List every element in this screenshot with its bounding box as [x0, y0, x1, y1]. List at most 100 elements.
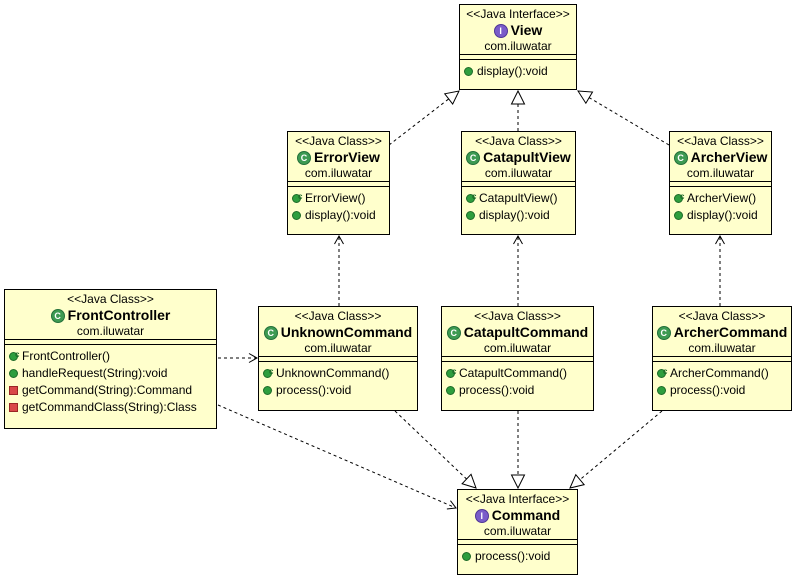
realization-edge-unknown-command-to-command — [394, 410, 477, 489]
open-arrowhead — [513, 234, 523, 245]
stereotype-label: <<Java Class>> — [678, 309, 766, 323]
realization-edge-archer-command-to-command — [569, 410, 663, 489]
constructor-icon — [263, 363, 273, 380]
stereotype-label: <<Java Class>> — [294, 309, 382, 323]
public-method-icon — [657, 386, 666, 395]
constructor-icon — [674, 188, 684, 205]
package-label: com.iluwatar — [484, 39, 552, 53]
operation[interactable]: UnknownCommand() — [263, 363, 417, 382]
operation[interactable]: process():void — [462, 548, 577, 565]
operations-compartment: ErrorView() display():void — [288, 186, 389, 226]
constructor-icon — [466, 188, 476, 205]
class-icon: C — [50, 309, 65, 323]
attributes-compartment — [442, 356, 593, 361]
package-label: com.iluwatar — [483, 341, 552, 355]
operations-compartment: ArcherView() display():void — [670, 186, 771, 226]
class-icon: C — [446, 326, 461, 340]
realization-edge-catapult-view-to-view — [510, 89, 526, 131]
realization-edge-error-view-to-view — [388, 90, 460, 146]
class-icon: C — [263, 326, 278, 340]
class-name: ErrorView — [314, 149, 380, 165]
public-method-icon — [466, 211, 475, 220]
public-method-icon — [292, 211, 301, 220]
package-label: com.iluwatar — [304, 166, 373, 180]
operation[interactable]: CatapultCommand() — [446, 363, 593, 382]
public-method-icon — [9, 369, 18, 378]
dependency-edge-archer-command-to-archer-view — [715, 234, 725, 306]
stereotype-label: <<Java Interface>> — [465, 492, 570, 506]
operation[interactable]: display():void — [292, 207, 389, 224]
interface-icon: I — [493, 24, 508, 38]
attributes-compartment — [460, 54, 576, 59]
dependency-edge-front-controller-to-unknown-command — [218, 353, 259, 363]
operation[interactable]: display():void — [674, 207, 771, 224]
operation[interactable]: process():void — [657, 382, 791, 399]
class-icon: C — [466, 151, 481, 165]
dependency-edge-catapult-command-to-catapult-view — [513, 234, 523, 306]
operation[interactable]: FrontController() — [9, 346, 216, 365]
operations-compartment: CatapultView() display():void — [462, 186, 575, 226]
operations-compartment: FrontController() handleRequest(String):… — [5, 344, 216, 418]
public-method-icon — [263, 386, 272, 395]
interface-icon: I — [474, 509, 489, 523]
operations-compartment: ArcherCommand() process():void — [653, 361, 791, 401]
package-label: com.iluwatar — [304, 341, 372, 355]
constructor-icon — [9, 346, 19, 363]
open-arrowhead — [446, 500, 457, 510]
private-method-icon — [9, 386, 18, 395]
operations-compartment: process():void — [458, 544, 577, 567]
package-label: com.iluwatar — [484, 166, 553, 180]
stereotype-label: <<Java Interface>> — [466, 7, 570, 21]
class-name: View — [510, 22, 543, 38]
attributes-compartment — [670, 181, 771, 186]
constructor-icon — [446, 363, 456, 380]
class-icon: C — [297, 151, 312, 165]
class-name: FrontController — [67, 307, 171, 323]
stereotype-label: <<Java Class>> — [475, 134, 562, 148]
dependency-edge-front-controller-to-command — [217, 404, 457, 510]
class-name: CatapultView — [483, 149, 571, 165]
package-label: com.iluwatar — [686, 166, 755, 180]
operation[interactable]: display():void — [466, 207, 575, 224]
open-arrowhead — [334, 234, 344, 245]
attributes-compartment — [653, 356, 791, 361]
operation[interactable]: ArcherView() — [674, 188, 771, 207]
operation[interactable]: handleRequest(String):void — [9, 365, 216, 382]
public-method-icon — [446, 386, 455, 395]
attributes-compartment — [462, 181, 575, 186]
constructor-icon — [292, 188, 302, 205]
operation[interactable]: getCommand(String):Command — [9, 382, 216, 399]
operation[interactable]: CatapultView() — [466, 188, 575, 207]
stereotype-label: <<Java Class>> — [295, 134, 382, 148]
operation[interactable]: getCommandClass(String):Class — [9, 399, 216, 416]
attributes-compartment — [288, 181, 389, 186]
stereotype-label: <<Java Class>> — [474, 309, 561, 323]
package-label: com.iluwatar — [76, 324, 145, 338]
attributes-compartment — [259, 356, 417, 361]
public-method-icon — [674, 211, 683, 220]
stereotype-label: <<Java Class>> — [677, 134, 764, 148]
dependency-edge-unknown-command-to-error-view — [334, 234, 344, 306]
class-name: UnknownCommand — [280, 324, 413, 340]
package-label: com.iluwatar — [483, 524, 552, 538]
class-name: CatapultCommand — [463, 324, 589, 340]
operation[interactable]: ArcherCommand() — [657, 363, 791, 382]
hollow-triangle-arrowhead — [510, 474, 526, 490]
operation[interactable]: ErrorView() — [292, 188, 389, 207]
class-name: Command — [491, 507, 561, 523]
open-arrowhead — [248, 353, 259, 363]
package-label: com.iluwatar — [688, 341, 756, 355]
operation[interactable]: process():void — [263, 382, 417, 399]
operation[interactable]: process():void — [446, 382, 593, 399]
operation[interactable]: display():void — [464, 63, 576, 80]
